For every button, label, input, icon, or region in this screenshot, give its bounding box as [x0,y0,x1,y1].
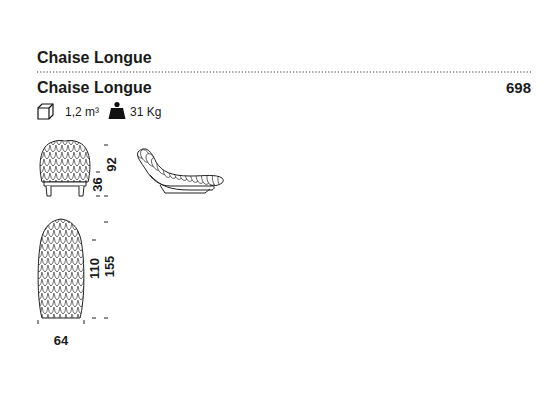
length-dimension: 110 [87,258,100,279]
width-dimension: 64 [54,334,68,347]
subtitle: Chaise Longue [37,80,152,96]
length-dimension: 155 [103,255,116,277]
weight-value: 31 Kg [130,106,161,118]
height-dimension: 92 [105,157,118,171]
weight-icon [109,102,126,119]
dimension-ticks [38,145,108,324]
height-dimension: 36 [91,177,104,191]
side-view [133,144,227,193]
volume-icon [38,104,53,119]
product-code: 698 [506,80,531,95]
top-view [36,216,90,321]
dotted-rule [37,72,531,73]
title: Chaise Longue [37,50,152,66]
volume-value: 1,2 m³ [65,106,99,118]
front-view [38,138,92,196]
